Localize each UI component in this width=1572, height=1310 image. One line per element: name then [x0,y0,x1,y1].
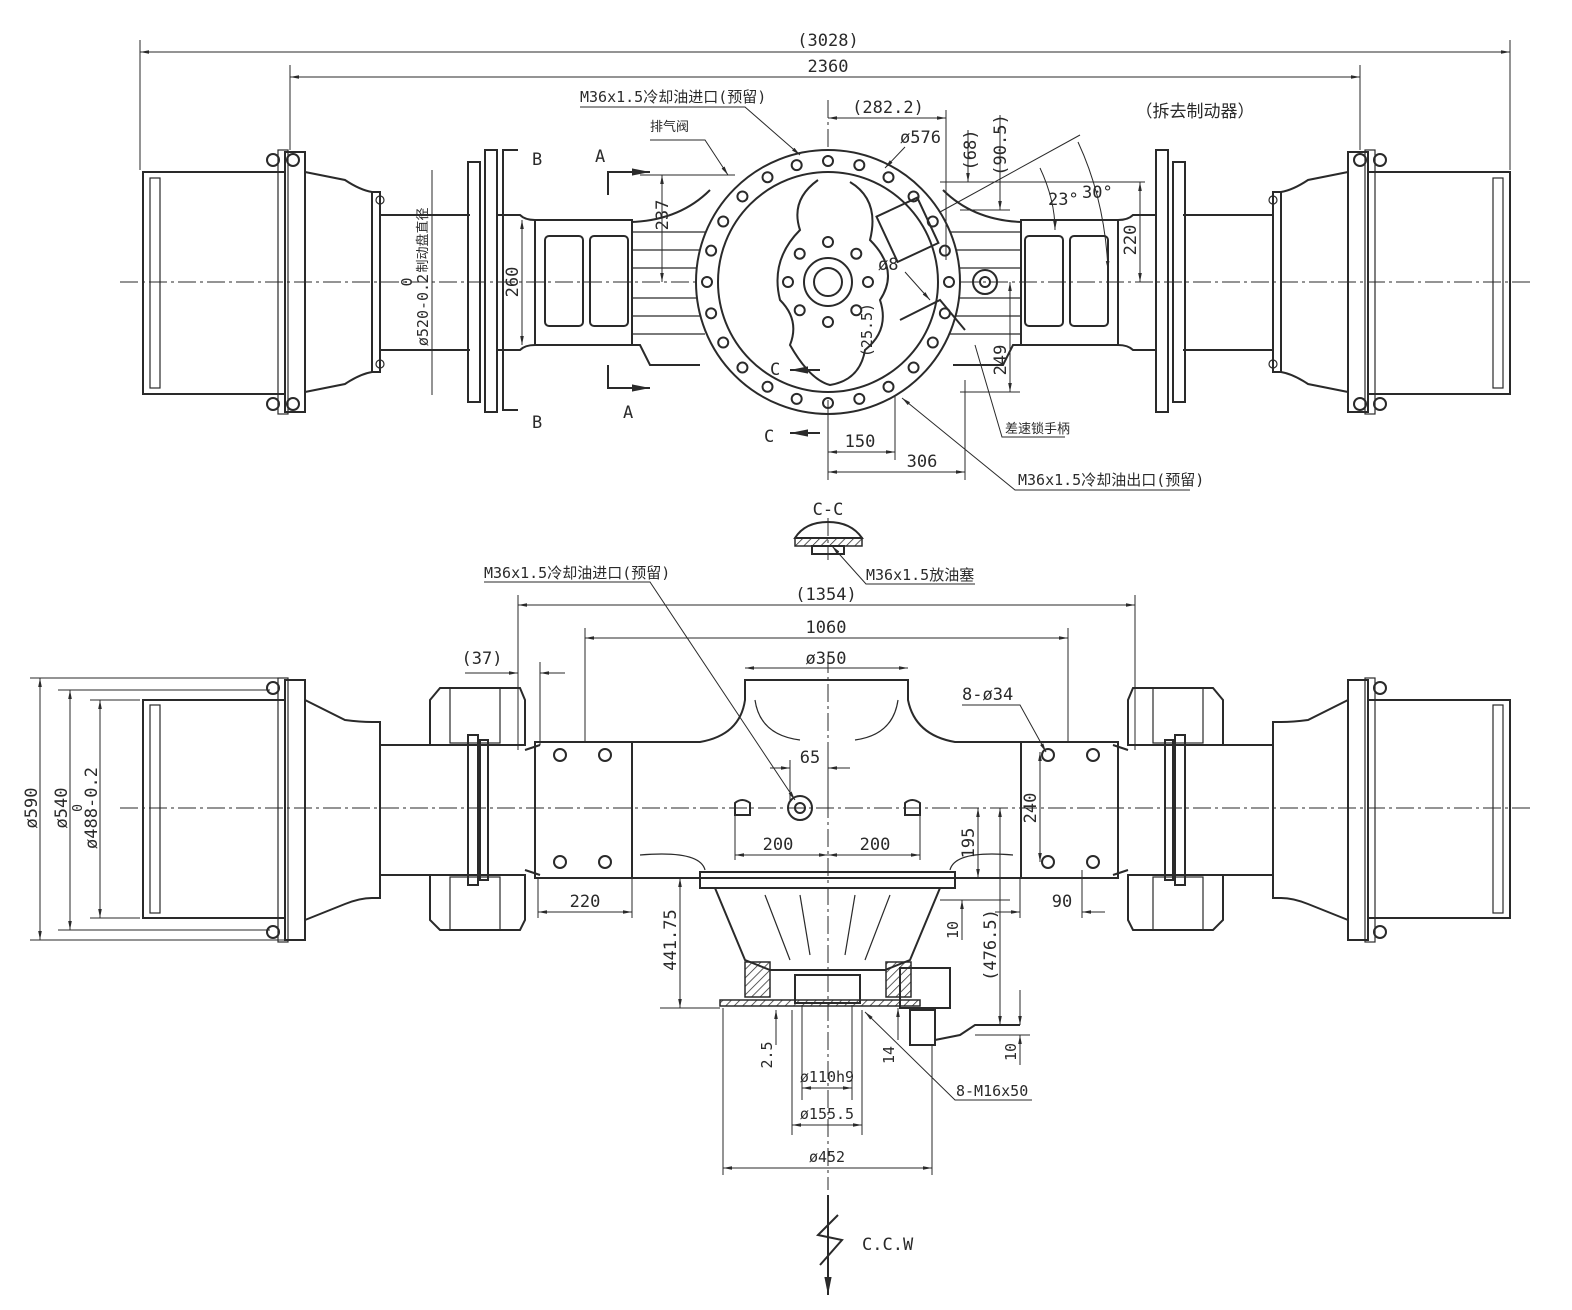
dim-306: 306 [907,452,938,472]
bolt-icon [793,247,806,260]
right-wheel-end-front [1020,677,1511,943]
dim-195: 195 [959,828,979,859]
bolt-icon [853,159,866,172]
brake-disc-label: 制动盘直径 [415,207,431,272]
dia-540: ø540 [52,788,72,829]
dim-10-top: 10 [944,921,962,939]
bolts-8-m16x50: 8-M16x50 [956,1082,1028,1100]
bolt-icon [850,304,863,317]
dim-150: 150 [845,432,876,452]
dia-110h9: ø110h9 [800,1068,854,1086]
dim-220-front: 220 [570,892,601,912]
dim-1354: (1354) [795,585,856,605]
section-b-top: B [532,150,542,170]
bolt-icon [736,361,749,374]
dim-260: 260 [503,267,523,298]
holes-8-dia-34: 8-ø34 [962,685,1013,705]
differential-housing-front [632,679,1021,1046]
dim-65: 65 [800,748,820,768]
section-c-bottom: C [764,427,774,447]
bolt-icon [822,155,834,167]
dia-452: ø452 [809,1148,845,1166]
section-c-top: C [770,360,780,380]
dia-488: ø488-0.2 [82,767,102,849]
bolt-icon [907,190,920,203]
breather-valve-label: 排气阀 [650,119,689,135]
dia-155-5: ø155.5 [800,1105,854,1123]
bolt-icon [793,304,806,317]
dim-282-2: (282.2) [852,98,924,118]
dim-237: 237 [653,200,673,231]
front-view: (1354) 1060 ø350 (37) 8-ø34 M36x1.5冷却油进口… [22,564,1530,1295]
bolt-icon [926,336,939,349]
section-cc-title: C-C [813,500,844,520]
bolt-icon [736,190,749,203]
cooling-inlet-label-top: M36x1.5冷却油进口(预留) [580,88,766,106]
cooling-outlet-label: M36x1.5冷却油出口(预留) [1018,471,1204,489]
bolt-icon [790,159,803,172]
diff-lock-handle-label: 差速锁手柄 [1005,421,1070,437]
dim-249: 249 [991,345,1011,376]
section-a-bottom: A [623,403,633,423]
top-view: (3028) 2360 （拆去制动器） M36x1.5冷却油进口(预留) 排气阀… [120,31,1530,491]
section-cc: C-C M36x1.5放油塞 [793,500,975,585]
dim-37: (37) [462,649,503,669]
dim-220-top: 220 [1121,225,1141,256]
bolt-icon [853,392,866,405]
dia-576: ø576 [900,128,941,148]
rotation-direction: C.C.W [862,1235,914,1255]
bolt-icon [701,276,713,288]
brake-removed-note: （拆去制动器） [1136,102,1255,122]
dia-350: ø350 [806,649,847,669]
dim-14: 14 [880,1046,898,1064]
section-b-bottom: B [532,413,542,433]
bolt-icon [717,215,730,228]
bolt-icon [717,336,730,349]
dim-476-5: (476.5) [981,909,1001,981]
dim-240: 240 [1021,793,1041,824]
dia-488-tol: 0 [71,804,86,812]
bolt-icon [822,316,834,328]
drain-plug-label: M36x1.5放油塞 [866,566,974,584]
dia-8: ø8 [878,255,898,275]
overall-length-dim: (3028) [797,31,858,51]
brake-disc-tol: 0 [398,277,416,286]
bolt-icon [761,380,774,393]
bolt-icon [850,247,863,260]
bolt-icon [943,276,955,288]
bolt-icon [882,171,895,184]
section-a-top: A [595,147,605,167]
bolt-icon [907,361,920,374]
bolt-icon [822,236,834,248]
dim-1060: 1060 [806,618,847,638]
angle-30: 30° [1082,183,1113,203]
bolt-icon [761,171,774,184]
cooling-inlet-label-front: M36x1.5冷却油进口(预留) [484,564,670,582]
dim-2-5: 2.5 [758,1041,776,1068]
dim-200-left: 200 [763,835,794,855]
bolt-icon [882,380,895,393]
dim-90-5: (90.5) [991,114,1011,175]
dim-10-bottom: 10 [1002,1043,1020,1061]
track-width-dim: 2360 [808,57,849,77]
brake-disc-dia: ø520-0.2 [414,274,432,346]
differential-housing-top [695,149,998,415]
bolt-icon [705,244,718,257]
bolt-icon [938,244,951,257]
dia-590: ø590 [22,788,42,829]
dim-68: (68) [961,130,981,171]
bolt-icon [782,276,794,288]
bolt-icon [705,307,718,320]
dim-25-5: (25.5) [858,303,876,357]
bolt-icon [862,276,874,288]
bolt-icon [790,392,803,405]
angle-23: 23° [1048,190,1079,210]
left-wheel-end-front [142,677,633,943]
dim-200-right: 200 [860,835,891,855]
dim-441-75: 441.75 [661,909,681,970]
dim-90: 90 [1052,892,1072,912]
